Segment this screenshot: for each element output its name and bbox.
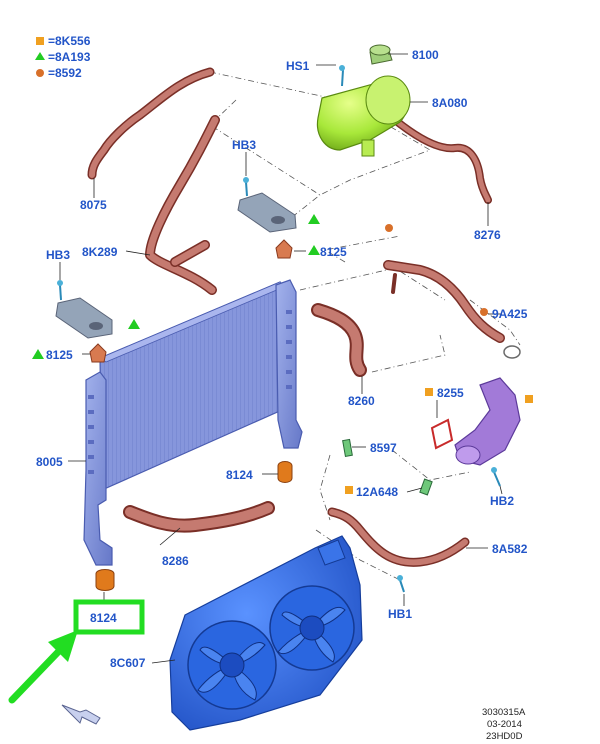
- triangle-icon: [32, 349, 44, 359]
- reference-line-1: 3030315A: [482, 707, 526, 718]
- square-icon: [345, 486, 353, 494]
- label-9a425: 9A425: [492, 307, 528, 321]
- label-8597: 8597: [370, 441, 397, 455]
- brackets: [55, 192, 297, 591]
- coolant-reservoir: [316, 44, 411, 157]
- label-8k289: 8K289: [82, 245, 118, 259]
- fittings: [57, 65, 501, 593]
- callout-symbols: [32, 214, 533, 494]
- legend-8k556: =8K556: [48, 34, 91, 48]
- triangle-icon: [35, 52, 45, 60]
- highlight-box: [73, 599, 145, 635]
- leader-lines: [59, 53, 503, 664]
- label-8a582: 8A582: [492, 542, 528, 556]
- reference-line-3: 23HD0D: [486, 731, 523, 742]
- label-8100: 8100: [412, 48, 439, 62]
- circle-icon: [36, 69, 44, 77]
- view-direction-arrow-icon: [61, 704, 101, 725]
- hoses: [87, 67, 505, 567]
- highlight-arrow-icon: [8, 630, 78, 704]
- legend: =8K556 =8A193 =8592: [35, 34, 91, 80]
- label-hb2: HB2: [490, 494, 514, 508]
- label-8276: 8276: [474, 228, 501, 242]
- label-8a080: 8A080: [432, 96, 468, 110]
- label-8260: 8260: [348, 394, 375, 408]
- part-labels: 8100 8A080 HS1 HB3 8075 8276 HB3 8K289 8…: [36, 48, 528, 670]
- label-12a648: 12A648: [356, 485, 398, 499]
- highlight-callout: 8124: [8, 599, 145, 704]
- radiator: [83, 279, 303, 566]
- circle-icon: [385, 224, 393, 232]
- reference-code: 3030315A 03-2014 23HD0D: [482, 707, 526, 742]
- label-8255: 8255: [437, 386, 464, 400]
- label-8075: 8075: [80, 198, 107, 212]
- legend-8592: =8592: [48, 66, 82, 80]
- thermostat-housing: [430, 345, 521, 466]
- label-8125-top: 8125: [320, 245, 347, 259]
- triangle-icon: [308, 245, 320, 255]
- label-hb1: HB1: [388, 607, 412, 621]
- square-icon: [36, 37, 44, 45]
- label-8124-mid: 8124: [226, 468, 253, 482]
- square-icon: [425, 388, 433, 396]
- label-hb3-top: HB3: [232, 138, 256, 152]
- square-icon: [525, 395, 533, 403]
- label-hb3-left: HB3: [46, 248, 70, 262]
- label-8c607: 8C607: [110, 656, 146, 670]
- triangle-icon: [128, 319, 140, 329]
- label-8005: 8005: [36, 455, 63, 469]
- label-8124-highlighted: 8124: [90, 611, 117, 625]
- legend-8a193: =8A193: [48, 50, 91, 64]
- label-8286: 8286: [162, 554, 189, 568]
- fan-shroud: [169, 535, 363, 731]
- reference-line-2: 03-2014: [487, 719, 522, 730]
- circle-icon: [480, 308, 488, 316]
- triangle-icon: [308, 214, 320, 224]
- label-8125-left: 8125: [46, 348, 73, 362]
- label-hs1: HS1: [286, 59, 310, 73]
